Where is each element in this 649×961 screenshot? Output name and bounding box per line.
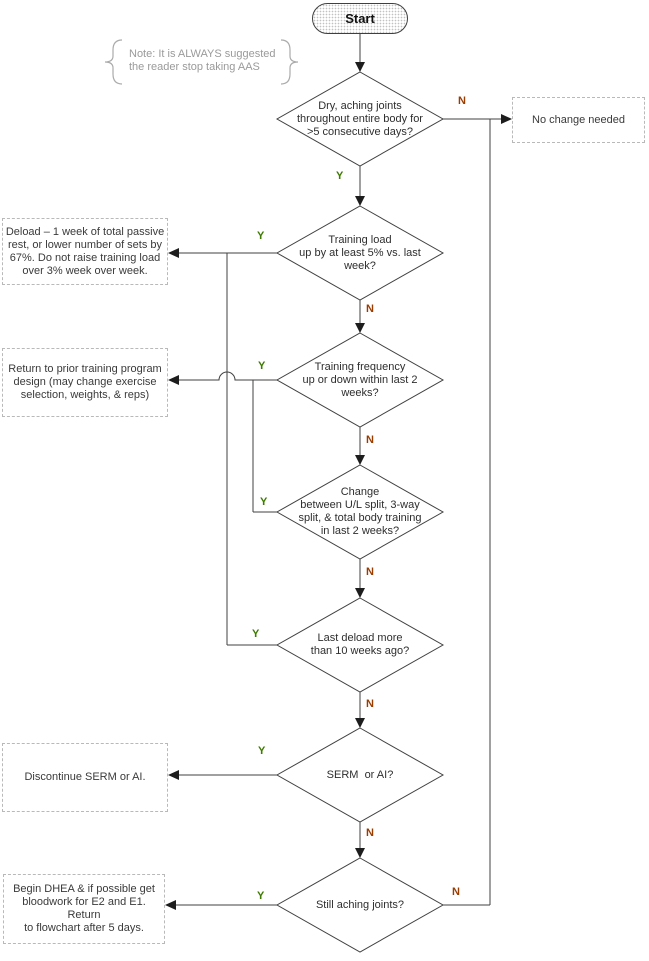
- process-box-discontinue: Discontinue SERM or AI.: [2, 743, 168, 812]
- process-box-return-program: Return to prior training program design …: [2, 348, 168, 417]
- process-box-deload: Deload – 1 week of total passive rest, o…: [2, 218, 168, 285]
- arrowhead-into-dhea: [165, 900, 176, 910]
- arrowhead-into-discontinue: [168, 770, 179, 780]
- start-node: Start: [312, 3, 408, 34]
- process-box-no-change: No change needed: [512, 97, 645, 143]
- arrowhead-into-d7: [355, 848, 365, 858]
- note-callout: Note: It is ALWAYS suggested the reader …: [129, 48, 276, 73]
- connector-d3-return-with-bridge: [179, 371, 277, 381]
- connectors: [176, 34, 501, 906]
- process-box-dhea: Begin DHEA & if possible get bloodwork f…: [3, 874, 165, 944]
- note-braces: [104, 39, 299, 85]
- note-brace-right: [280, 39, 299, 85]
- arrowhead-into-return: [168, 375, 179, 385]
- arrowhead-into-nochange: [501, 114, 512, 124]
- arrowhead-into-d5: [355, 588, 365, 598]
- note-brace-left: [104, 39, 123, 85]
- arrowhead-into-deload: [168, 248, 179, 258]
- arrowhead-into-d3: [355, 323, 365, 333]
- decision-diamond-3-shape: [275, 332, 445, 428]
- arrowhead-into-d6: [355, 718, 365, 728]
- decision-diamond-6-shape: [275, 727, 445, 823]
- decision-diamond-1-shape: [275, 71, 445, 167]
- decision-shapes: [275, 71, 445, 953]
- decision-diamond-7-shape: [275, 857, 445, 953]
- arrowheads: [165, 62, 512, 910]
- decision-diamond-4-shape: [275, 464, 445, 560]
- arrowhead-into-d4: [355, 455, 365, 465]
- decision-diamond-2-shape: [275, 205, 445, 301]
- arrowhead-into-d2: [355, 196, 365, 206]
- arrowhead-into-d1: [355, 62, 365, 72]
- decision-diamond-5-shape: [275, 597, 445, 693]
- start-label: Start: [345, 11, 375, 26]
